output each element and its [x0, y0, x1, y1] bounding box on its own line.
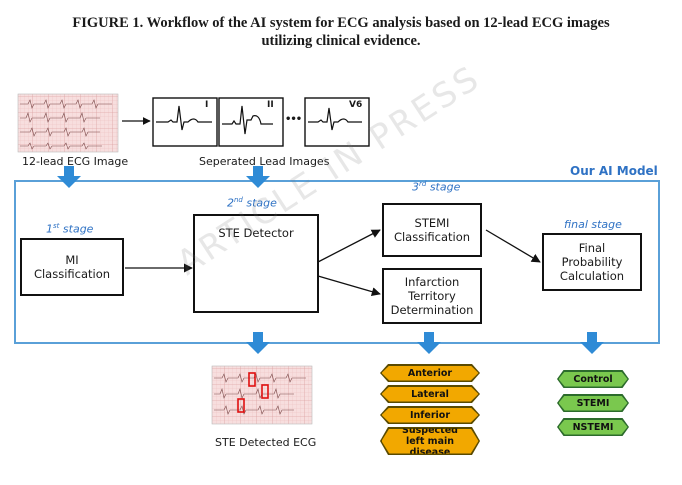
territory-inferior: Inferior [381, 407, 479, 423]
ai-model-title: Our AI Model [570, 164, 658, 178]
territory-anterior: Anterior [381, 365, 479, 381]
final-line-3: Calculation [559, 269, 625, 283]
territory-anterior-frame: Anterior [380, 364, 480, 382]
mi-line-1: MI [65, 253, 79, 267]
ste-detected-ecg-image [211, 365, 313, 425]
ai-model-frame [14, 180, 660, 344]
caption-line-2: utilizing clinical evidence. [261, 33, 421, 49]
territory-left-main: Suspected left main disease [381, 428, 479, 454]
ste-detector-title: STE Detector [218, 226, 294, 240]
lead-label-i: I [205, 100, 209, 110]
lead-label-ii: II [267, 100, 274, 110]
final-line-2: Probability [561, 255, 623, 269]
arrow-ste-to-stemi [317, 229, 381, 263]
class-nstemi: NSTEMI [558, 419, 628, 435]
stage-label-final: final stage [564, 218, 622, 231]
class-stemi: STEMI [558, 395, 628, 411]
ste-detected-label: STE Detected ECG [215, 436, 317, 449]
class-control: Control [558, 371, 628, 387]
class-nstemi-frame: NSTEMI [557, 418, 629, 436]
arrow-ste-to-territory [317, 275, 381, 297]
caption-line-1: FIGURE 1. Workflow of the AI system for … [72, 15, 610, 31]
arrow-stemi-to-final [485, 229, 541, 263]
territory-line-3: Determination [390, 303, 474, 317]
ste-detector-box: STE Detector [193, 214, 319, 313]
territory-lateral: Lateral [381, 386, 479, 402]
blue-arrow-ecg-in [57, 166, 81, 188]
separated-leads-label: Seperated Lead Images [199, 155, 330, 168]
stemi-line-1: STEMI [414, 216, 450, 230]
territory-inferior-frame: Inferior [380, 406, 480, 424]
lead-label-v6: V6 [349, 100, 363, 110]
stemi-line-2: Classification [393, 230, 471, 244]
figure-caption: FIGURE 1. Workflow of the AI system for … [20, 14, 662, 50]
ecg-12-lead-image [17, 93, 119, 153]
lead-image-ii [218, 97, 284, 147]
mi-line-2: Classification [33, 267, 111, 281]
blue-arrow-territory-out [417, 332, 441, 354]
stage-label-first: 1st stage [46, 222, 94, 236]
blue-arrow-ste-out [246, 332, 270, 354]
class-stemi-frame: STEMI [557, 394, 629, 412]
territory-line-1: Infarction [404, 275, 460, 289]
lead-image-v6 [304, 97, 370, 147]
lead-image-i [152, 97, 218, 147]
territory-left-main-frame: Suspected left main disease [380, 427, 480, 455]
class-control-frame: Control [557, 370, 629, 388]
territory-line-2: Territory [408, 289, 456, 303]
lead-ellipsis: ••• [285, 114, 302, 125]
territory-lateral-frame: Lateral [380, 385, 480, 403]
stage-label-second: 2nd stage [227, 196, 277, 210]
blue-arrow-leads-in [246, 166, 270, 188]
ecg-image-label: 12-lead ECG Image [22, 155, 129, 168]
blue-arrow-final-out [580, 332, 604, 354]
final-line-1: Final [578, 241, 606, 255]
stage-label-third: 3rd stage [412, 180, 461, 194]
